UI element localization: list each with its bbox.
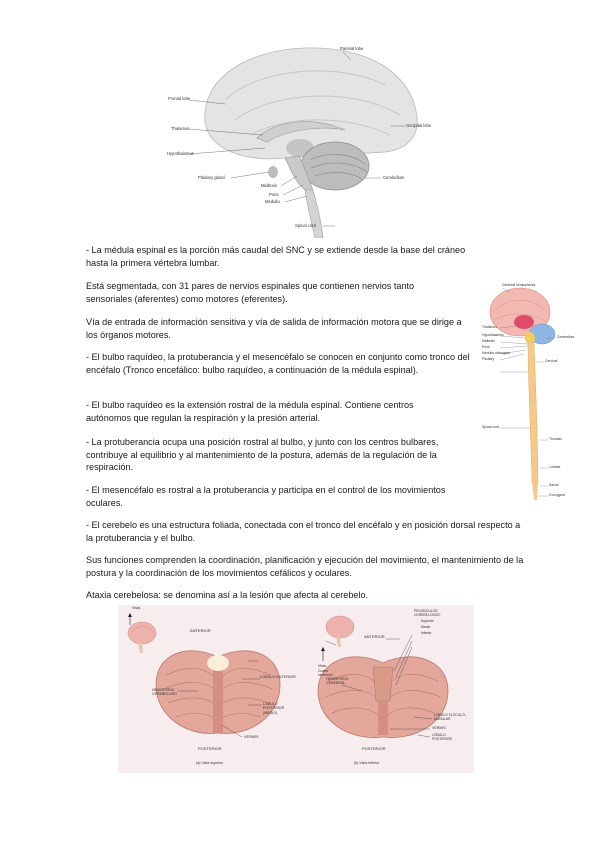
paragraph-mesencefalo: - El mesencéfalo es rostral a la protube…	[86, 485, 446, 508]
label-cerebral-hemispheres: Cerebral hemispheres	[502, 283, 536, 287]
label-sacral: Sacral	[549, 483, 559, 487]
label-pedunculos-cerebelosos: PEDÚNCULOS CEREBELOSOS:	[414, 609, 441, 617]
paragraph-cerebelo: - El cerebelo es una estructura foliada,…	[86, 520, 521, 543]
label-vermis-a: VERMIS	[244, 735, 259, 739]
label-cuarto-ventriculo: Cuarto ventrículo	[318, 669, 333, 677]
label-lobulo-flocular: LÓBULO FLÓCULO-NODULAR	[434, 713, 466, 721]
label-pons: Pons	[482, 345, 490, 349]
label-anterior-b: ANTERIOR	[364, 634, 385, 639]
label-cerebellum: Cerebellum	[557, 335, 575, 339]
label-posterior-b: POSTERIOR	[362, 746, 386, 751]
label-spinal-cord: Spinal cord	[482, 425, 499, 429]
label-pons: Pons	[269, 192, 279, 197]
paragraph-tronco-encefalo: - El bulbo raquídeo, la protuberancia y …	[86, 352, 470, 375]
label-pituitary: Pituitary	[482, 357, 495, 361]
paragraph-medula-espinal: - La médula espinal es la porción más ca…	[86, 245, 466, 268]
label-peduncle-medio: Medio	[421, 625, 431, 629]
paragraph-ataxia: Ataxia cerebelosa: se denomina así a la …	[86, 590, 369, 600]
label-vermis-b: VERMIS	[432, 726, 446, 730]
label-medulla-oblongata: Medulla oblongata	[482, 351, 510, 355]
caption-a: (a) Vista superior	[196, 761, 224, 765]
label-hemisferio-cerebral-b: HEMISFERIO CEREBRAL	[326, 677, 349, 686]
label-cerebellum: Cerebellum	[383, 175, 405, 180]
label-coccygeal: Coccygeal	[549, 493, 565, 497]
label-cervical: Cervical	[545, 359, 558, 363]
caption-b: (b) Vista inferior	[354, 761, 380, 765]
paragraph-via-entrada: Vía de entrada de información sensitiva …	[86, 317, 462, 340]
label-anterior-a: ANTERIOR	[190, 628, 211, 633]
label-midbrain: Midbrain	[261, 183, 278, 188]
label-pituitary-gland: Pituitary gland	[198, 175, 225, 180]
paragraph-protuberancia: - La protuberancia ocupa una posición ro…	[86, 437, 439, 473]
label-spinal-cord: Spinal cord	[295, 223, 316, 228]
label-lobulo-posterior-b: LÓBULO POSTERIOR	[432, 733, 452, 741]
label-vista-b: Vista	[318, 664, 326, 668]
paragraph-segmentada: Está segmentada, con 31 pares de nervios…	[86, 281, 415, 304]
label-thoracic: Thoracic	[549, 437, 563, 441]
label-lobulo-posterior-a: LÓBULO POSTERIOR (MEDIO)	[263, 702, 285, 715]
label-midbrain: Midbrain	[482, 339, 496, 343]
paragraph-funciones: Sus funciones comprenden la coordinación…	[86, 555, 524, 578]
brain-sagittal-figure: Parietal lobe Frontal lobe Occipital lob…	[165, 40, 445, 238]
label-thalamus: Thalamus	[171, 126, 190, 131]
label-lumbar: Lumbar	[549, 465, 561, 469]
spinal-cord-illustration	[489, 287, 556, 500]
label-lobulo-anterior-a: LÓBULO ANTERIOR	[260, 675, 296, 679]
label-hemisferio-cerebeloso-a: HEMISFERIO CEREBELOSO	[152, 688, 177, 697]
label-vista-a: Vista	[132, 606, 141, 610]
label-hypothalamus: Hypothalamus	[482, 333, 504, 337]
brain-sagittal-illustration	[188, 47, 418, 238]
label-peduncle-superior: Superior	[421, 619, 434, 623]
label-posterior-a: POSTERIOR	[198, 746, 222, 751]
label-thalamus: Thalamus	[482, 325, 497, 329]
spinal-cord-figure: Cerebral hemispheres Thalamus Hypothalam…	[480, 282, 576, 504]
paragraph-bulbo-raquideo: - El bulbo raquídeo es la extensión rost…	[86, 400, 414, 423]
cerebellum-figure: Vista ANTERIOR LÓBULO ANTERIOR HEMISFERI…	[118, 605, 474, 773]
label-occipital-lobe: Occipital lobe	[406, 123, 432, 128]
label-medulla: Medulla	[265, 199, 280, 204]
label-peduncle-inferior: Inferior	[421, 631, 432, 635]
label-frontal-lobe: Frontal lobe	[168, 96, 191, 101]
label-parietal-lobe: Parietal lobe	[340, 46, 364, 51]
cerebellum-illustration	[127, 613, 449, 738]
label-hypothalamus: Hypothalamus	[167, 151, 194, 156]
